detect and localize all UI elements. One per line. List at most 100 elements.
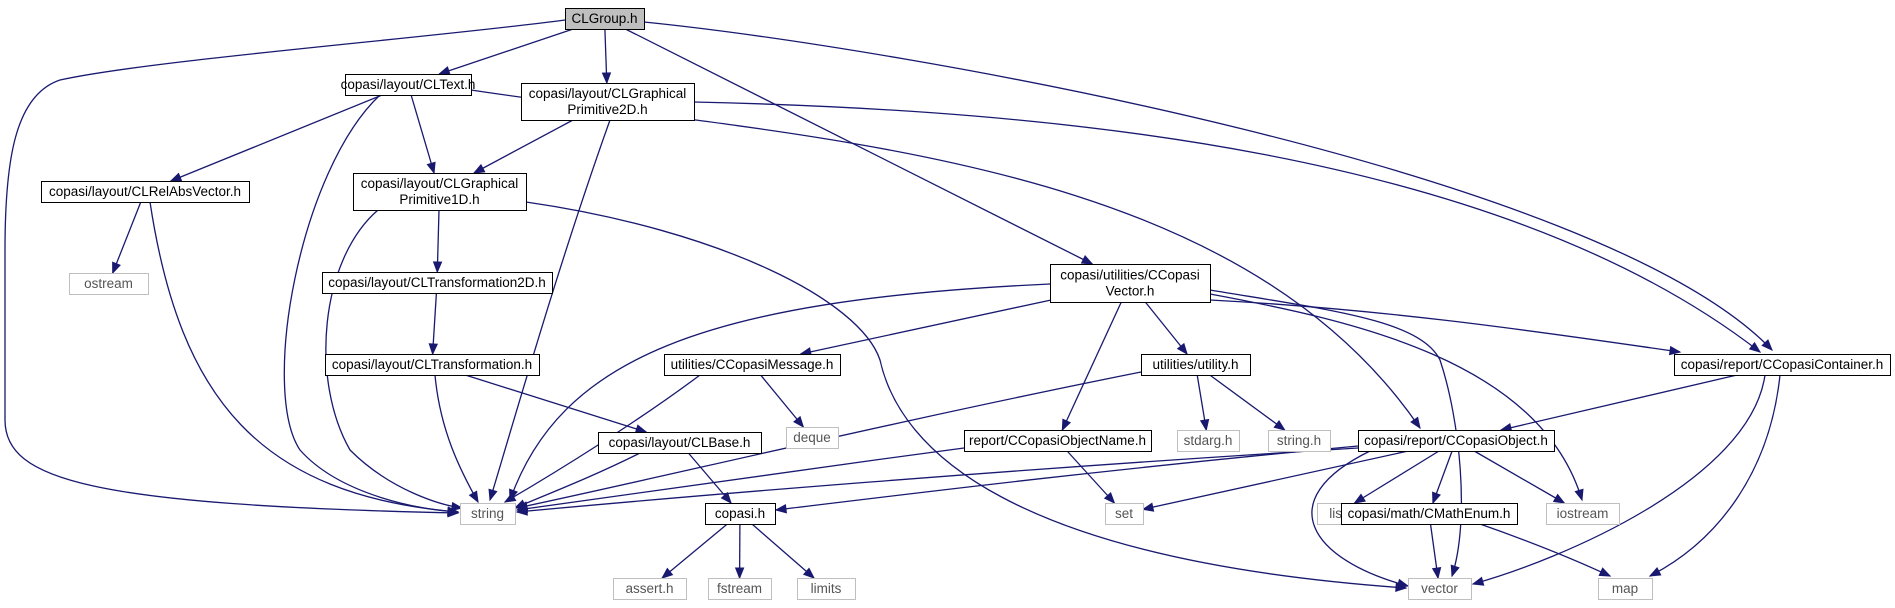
node-box — [1408, 578, 1472, 600]
node-label: deque — [793, 430, 831, 445]
arrowhead — [661, 567, 674, 579]
arrowhead — [1273, 419, 1286, 431]
node-cltrans[interactable]: copasi/layout/CLTransformation.h — [325, 354, 540, 376]
edge-CLGroup-to-CCContainer — [643, 21, 1773, 351]
node-box — [964, 430, 1152, 452]
edge-CCContainer-to-vector — [1471, 374, 1766, 586]
node-box — [1341, 503, 1518, 525]
arrowhead — [515, 506, 528, 516]
node-label: copasi/report/CCopasiObject.h — [1364, 433, 1548, 448]
edge-line — [1144, 301, 1188, 355]
edge-CLText-to-CLRelAbs — [169, 94, 383, 182]
node-label: copasi/layout/CLTransformation2D.h — [328, 275, 546, 290]
node-deque[interactable]: deque — [786, 427, 839, 449]
arrowhead — [734, 567, 745, 580]
node-box — [598, 432, 762, 454]
node-box — [69, 273, 149, 295]
node-cccontainer[interactable]: copasi/report/CCopasiContainer.h — [1674, 354, 1891, 376]
node-copasih[interactable]: copasi.h — [705, 503, 776, 525]
node-label: assert.h — [625, 581, 673, 596]
edge-CLText-to-string — [283, 94, 460, 517]
edge-line — [525, 201, 1407, 589]
node-box — [565, 8, 645, 30]
edge-CLGP1D-to-vector — [525, 201, 1408, 592]
node-cltrans2d[interactable]: copasi/layout/CLTransformation2D.h — [322, 272, 553, 294]
edge-CCObjName-to-set — [1066, 450, 1116, 504]
node-box — [708, 578, 772, 600]
node-vector[interactable]: vector — [1408, 578, 1472, 600]
node-label: set — [1115, 506, 1133, 521]
arrowhead — [428, 343, 439, 356]
edge-CCVector-to-CCContainer — [1209, 299, 1682, 356]
node-assert[interactable]: assert.h — [613, 578, 687, 600]
node-clbase[interactable]: copasi/layout/CLBase.h — [598, 432, 762, 454]
arrowhead — [720, 491, 732, 505]
node-label: utilities/utility.h — [1152, 357, 1238, 372]
arrowhead — [450, 501, 464, 512]
edge-line — [1142, 450, 1409, 510]
node-label: map — [1612, 581, 1638, 596]
edge-CCObject-to-list — [1353, 450, 1440, 504]
arrowhead — [601, 72, 612, 85]
node-set[interactable]: set — [1105, 503, 1144, 525]
edge-CCMessage-to-deque — [760, 374, 805, 429]
edge-line — [516, 447, 1359, 513]
arrowhead — [468, 490, 479, 504]
node-label: copasi/layout/CLRelAbsVector.h — [49, 184, 241, 199]
node-label: CLGroup.h — [571, 11, 637, 26]
edge-line — [516, 447, 965, 511]
edge-line — [661, 523, 728, 579]
node-label: string — [471, 506, 504, 521]
edge-line — [1209, 374, 1286, 431]
node-box — [664, 354, 841, 376]
node-label: copasi/layout/CLGraphical — [529, 86, 687, 101]
node-ccmessage[interactable]: utilities/CCopasiMessage.h — [664, 354, 841, 376]
node-label: iostream — [1557, 506, 1609, 521]
node-iostream[interactable]: iostream — [1546, 503, 1620, 525]
node-cltext[interactable]: copasi/layout/CLText.h — [341, 74, 476, 96]
arrowhead — [774, 504, 787, 514]
edge-CLText-to-CCObject — [470, 89, 1421, 430]
node-ccobjname[interactable]: report/CCopasiObjectName.h — [964, 430, 1152, 452]
edge-line — [751, 523, 815, 579]
node-stdarg[interactable]: stdarg.h — [1177, 430, 1240, 452]
node-limits[interactable]: limits — [797, 578, 856, 600]
edge-line — [514, 452, 641, 509]
edge-CCContainer-to-map — [1648, 374, 1781, 577]
node-stringh[interactable]: string.h — [1268, 430, 1331, 452]
node-cmathenum[interactable]: copasi/math/CMathEnum.h — [1341, 503, 1518, 525]
edge-CCVector-to-iostream — [1209, 293, 1584, 502]
edge-line — [800, 299, 1051, 355]
node-box — [460, 503, 516, 525]
node-ostream[interactable]: ostream — [69, 273, 149, 295]
node-box — [705, 503, 776, 525]
edge-line — [434, 374, 479, 503]
edge-line — [4, 19, 566, 514]
node-string[interactable]: string — [460, 503, 516, 525]
node-ccobject[interactable]: copasi/report/CCopasiObject.h — [1358, 430, 1555, 452]
node-box — [1674, 354, 1891, 376]
node-label: copasi/layout/CLBase.h — [609, 435, 751, 450]
edge-line — [112, 201, 142, 274]
node-utility[interactable]: utilities/utility.h — [1141, 354, 1251, 376]
edge-CLGroup-to-CLText — [437, 28, 574, 76]
node-clgroup[interactable]: CLGroup.h — [565, 8, 645, 30]
edge-line — [410, 94, 435, 174]
arrowhead — [1061, 418, 1072, 432]
arrowhead — [1410, 416, 1421, 430]
node-label: stdarg.h — [1184, 433, 1233, 448]
node-clrelabs[interactable]: copasi/layout/CLRelAbsVector.h — [41, 181, 250, 203]
node-map[interactable]: map — [1598, 578, 1653, 600]
edge-line — [509, 283, 1051, 501]
edge-CLGroup-to-CCVector — [625, 28, 1094, 265]
edge-line — [1061, 301, 1122, 431]
node-label: ostream — [84, 276, 133, 291]
edge-line — [1472, 374, 1766, 585]
node-fstream[interactable]: fstream — [708, 578, 772, 600]
node-label: copasi/report/CCopasiContainer.h — [1681, 357, 1884, 372]
edge-CCObject-to-iostream — [1473, 450, 1566, 504]
edge-CCObject-to-string — [515, 447, 1359, 516]
